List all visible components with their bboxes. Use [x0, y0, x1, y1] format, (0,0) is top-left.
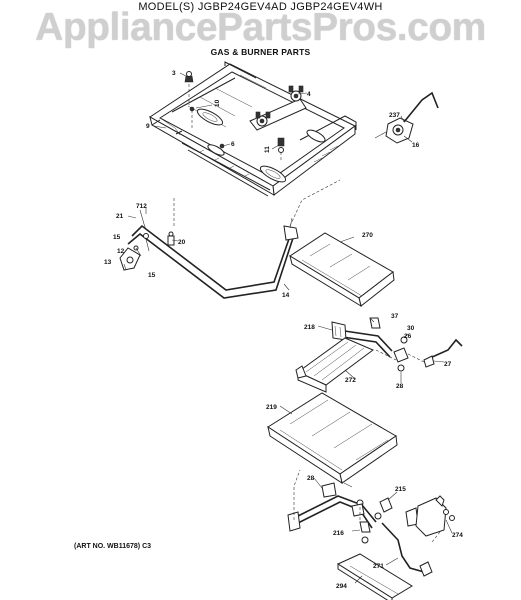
callout-11: 11	[264, 146, 271, 153]
shield-219	[267, 392, 398, 485]
callout-14: 14	[282, 292, 290, 299]
callout-219: 219	[266, 404, 277, 411]
burner-272	[295, 337, 374, 393]
heat-shield-270	[289, 232, 395, 308]
callout-6: 6	[231, 141, 235, 148]
callout-274: 274	[452, 532, 463, 539]
callout-28a: 28	[396, 383, 404, 390]
callout-4: 4	[307, 91, 311, 98]
callout-271: 271	[373, 563, 384, 570]
callout-21: 21	[116, 213, 124, 220]
diagram-subtitle: GAS & BURNER PARTS	[210, 47, 311, 57]
callout-272: 272	[345, 377, 356, 384]
callout-237: 237	[389, 112, 400, 119]
callout-215: 215	[395, 486, 406, 493]
callout-216: 216	[333, 530, 344, 537]
lower-burner-assembly	[287, 469, 393, 544]
model-numbers: MODEL(S) JGBP24GEV4AD JGBP24GEV4WH	[138, 1, 383, 13]
leader-lines	[127, 72, 453, 584]
callout-20: 20	[178, 239, 186, 246]
callout-16: 16	[412, 142, 420, 149]
callout-28b: 28	[307, 475, 315, 482]
callout-15b: 15	[148, 272, 156, 279]
watermark: AppliancePartsPros.com	[35, 6, 486, 49]
callout-9: 9	[146, 123, 150, 130]
callout-30: 30	[407, 325, 415, 332]
burner-box	[149, 61, 357, 197]
art-number: (ART NO. WB11678) C3	[74, 543, 152, 550]
callout-37: 37	[391, 313, 399, 320]
top-right-valve	[374, 91, 439, 144]
manifold-pipe	[119, 179, 341, 299]
callout-3: 3	[172, 70, 176, 77]
callout-10: 10	[214, 99, 221, 107]
callout-294: 294	[336, 583, 347, 590]
callout-15a: 15	[113, 234, 121, 241]
callout-218: 218	[304, 324, 315, 331]
bottom-tube-and-valve	[336, 495, 455, 600]
callout-27: 27	[444, 361, 452, 368]
callout-26: 26	[404, 333, 412, 340]
callout-labels: 3 4 6 9 10 11 12 13 14 15 15 16 20 21 26…	[104, 70, 463, 590]
callout-12: 12	[117, 248, 125, 255]
callout-270: 270	[362, 232, 373, 239]
callout-712: 712	[136, 203, 147, 210]
callout-13: 13	[104, 259, 112, 266]
